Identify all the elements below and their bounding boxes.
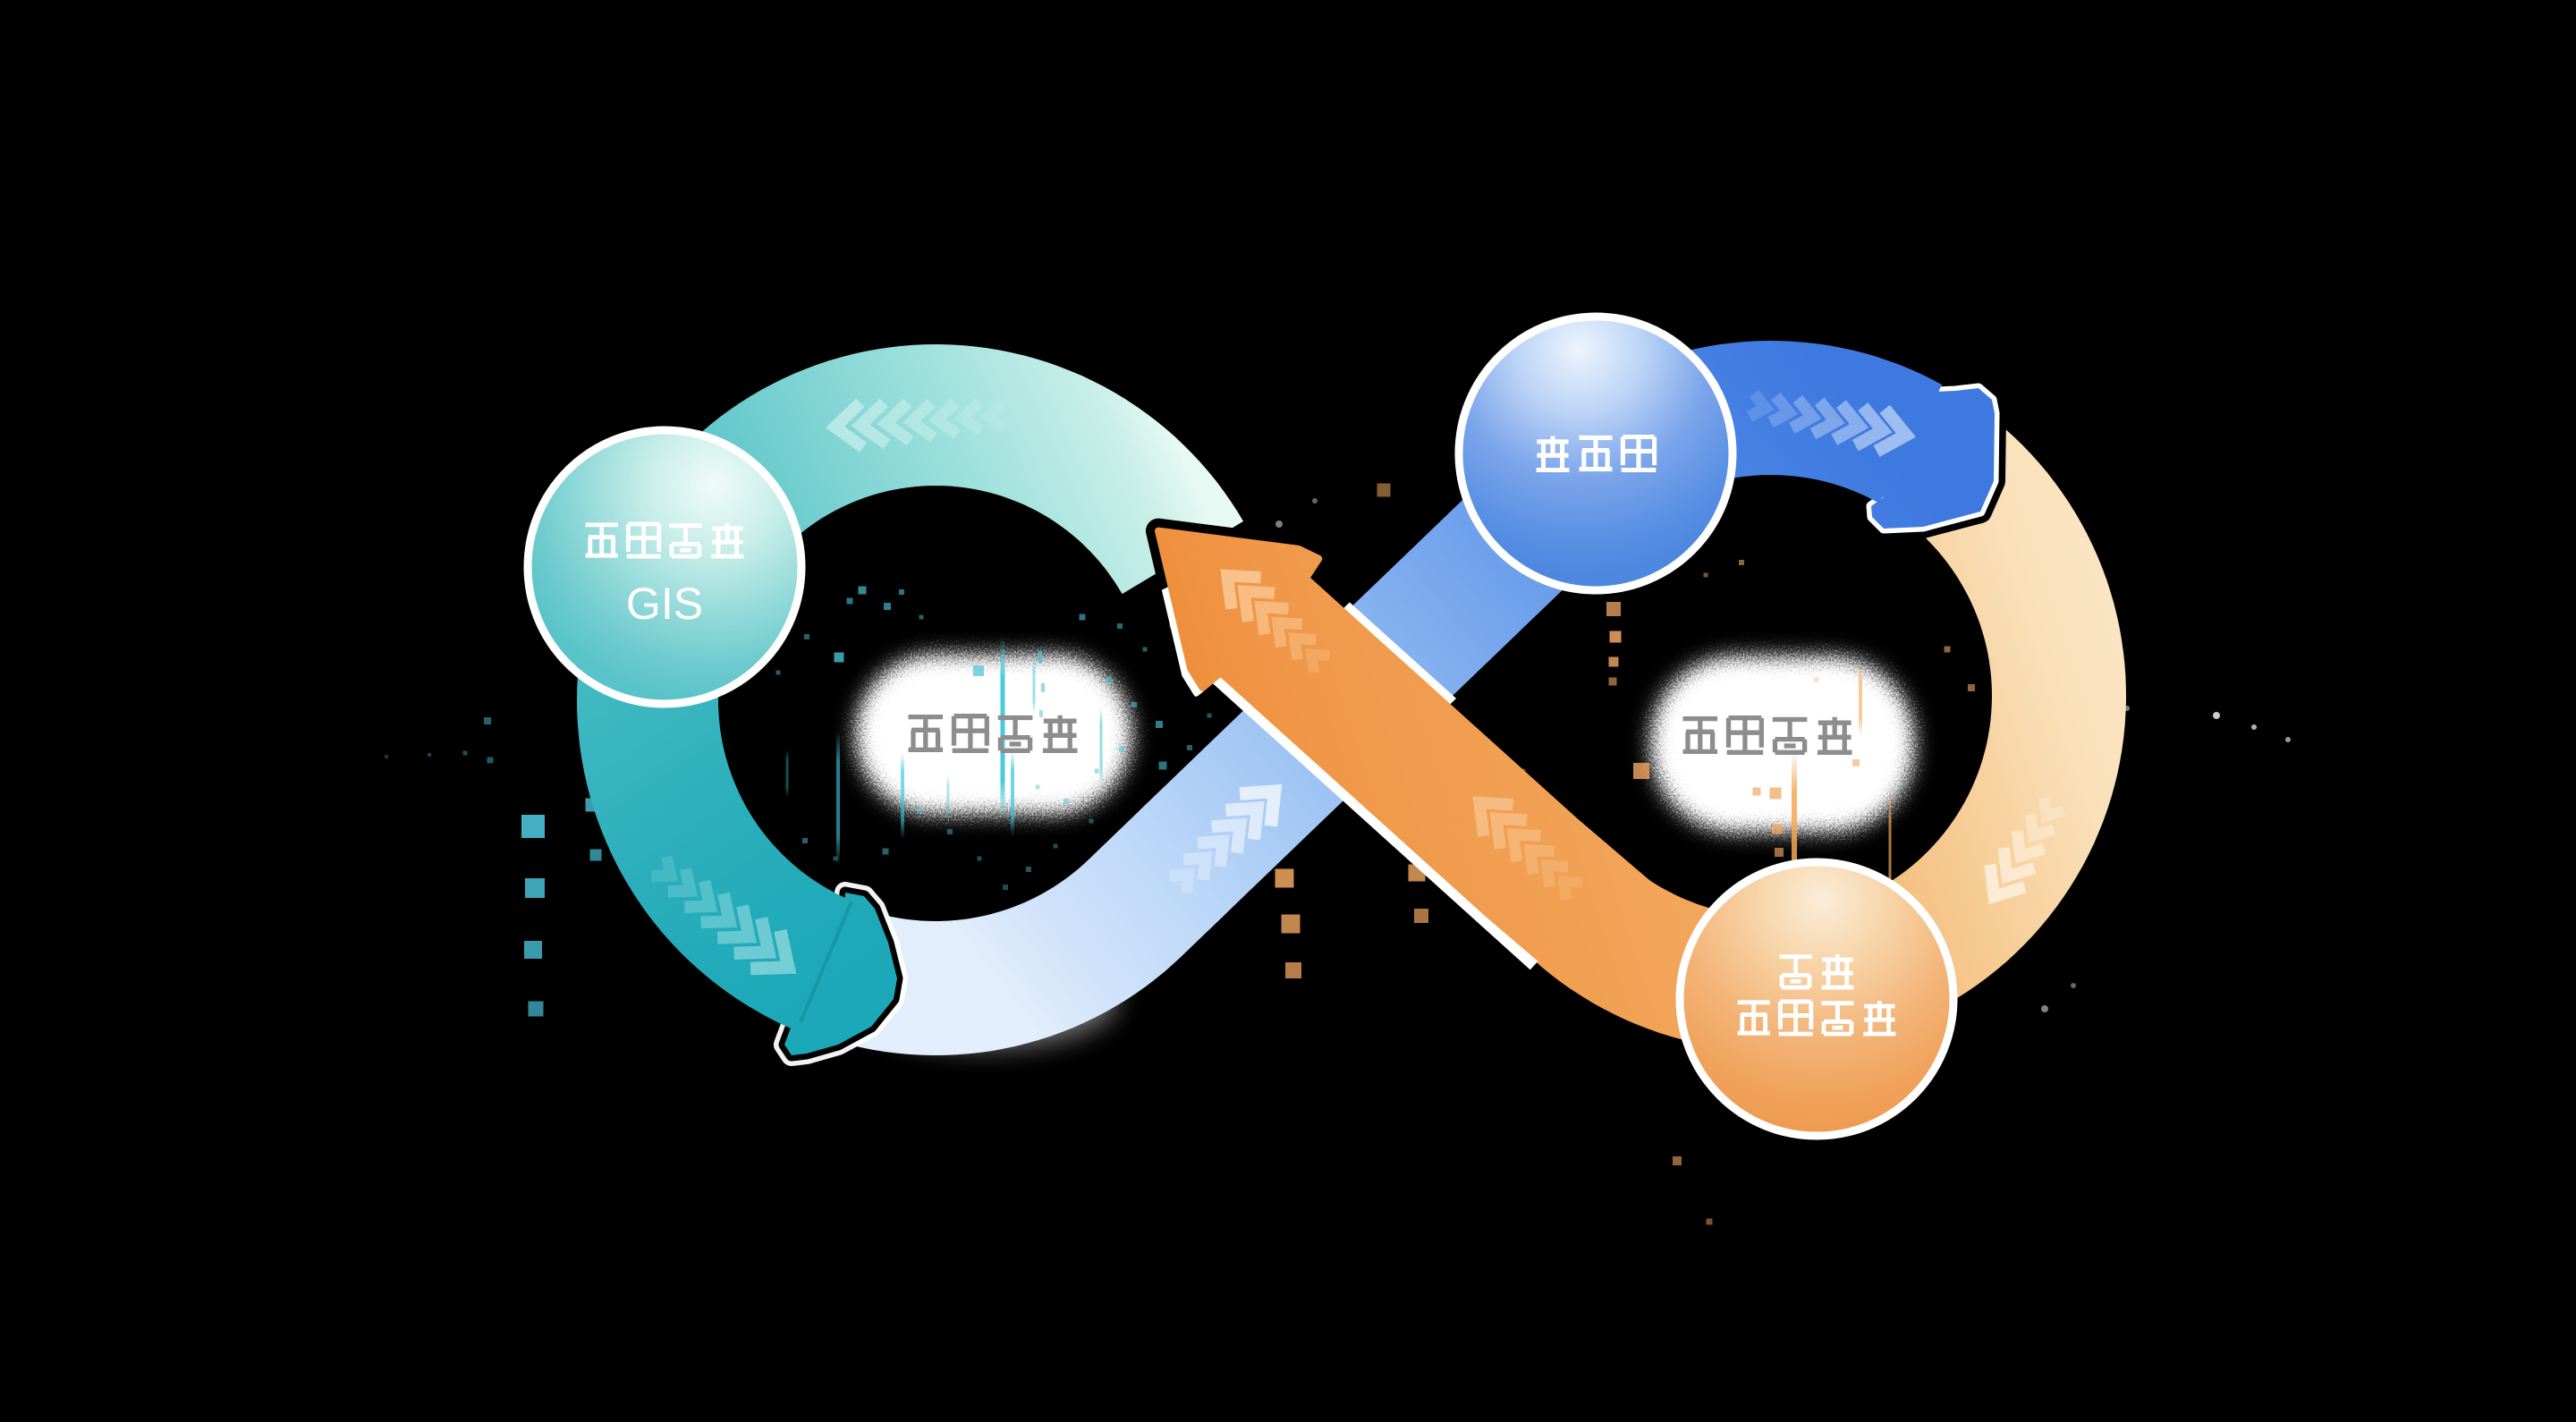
svg-text:GIS: GIS bbox=[626, 579, 703, 629]
